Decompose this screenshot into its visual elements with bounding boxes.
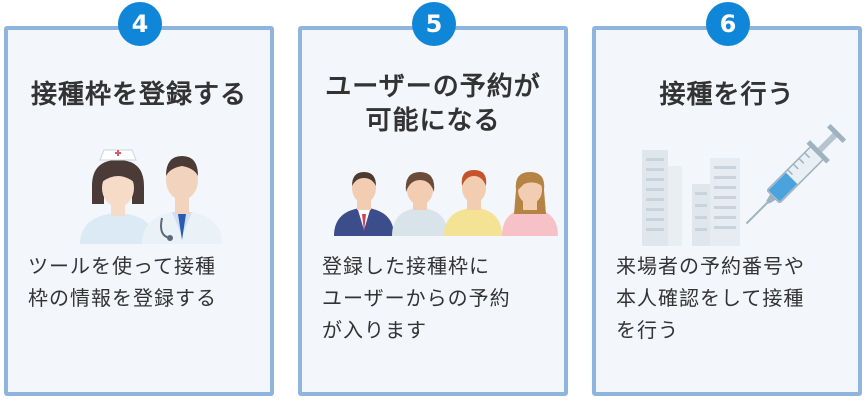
step-description: ツールを使って接種 枠の情報を登録する xyxy=(28,254,217,310)
step-card-4: 接種枠を登録する ツールを使って接種 枠の情報を登録する xyxy=(4,26,274,396)
step-title: ユーザーの予約が 可能になる xyxy=(325,72,541,136)
step-number-badge-5: 5 xyxy=(412,2,456,46)
step-title: 接種枠を登録する xyxy=(30,80,247,110)
step-card-6: 接種を行う xyxy=(592,26,862,396)
step-description: 登録した接種枠に ユーザーからの予約 が入ります xyxy=(322,254,511,342)
step-title: 接種を行う xyxy=(659,80,795,110)
nurse-and-doctor-icon xyxy=(80,149,222,244)
users-group-icon xyxy=(334,170,558,236)
step-description: 来場者の予約番号や 本人確認をして接種 を行う xyxy=(616,254,805,342)
buildings-and-syringe-icon xyxy=(642,124,847,246)
step-number-badge-6: 6 xyxy=(706,2,750,46)
step-number-badge-4: 4 xyxy=(118,2,162,46)
step-card-5: ユーザーの予約が 可能になる xyxy=(298,26,568,396)
